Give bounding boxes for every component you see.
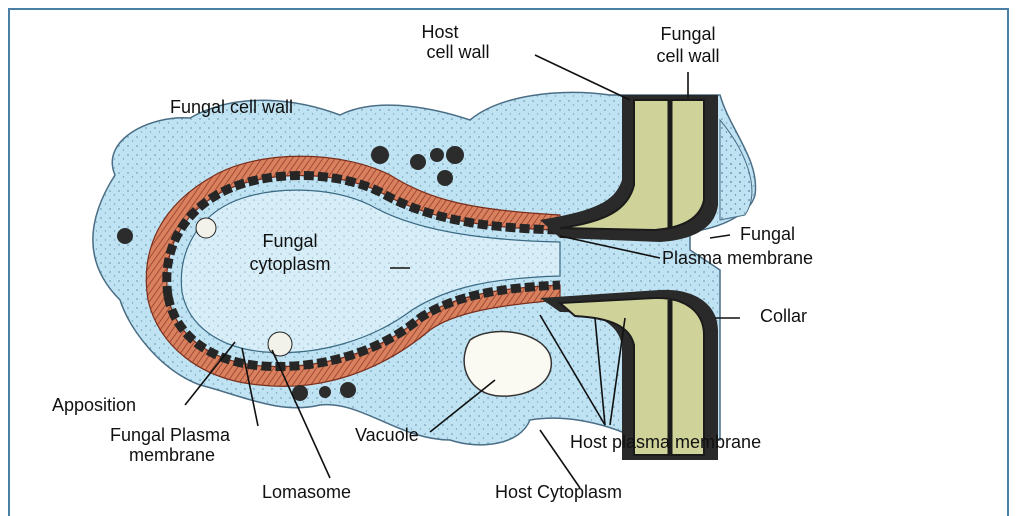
label-fungal-cytoplasm: Fungal — [262, 231, 317, 251]
lomasome-bleb — [268, 332, 292, 356]
label-apposition: Apposition — [52, 395, 136, 415]
granule — [430, 148, 444, 162]
label-host-cytoplasm: Host Cytoplasm — [495, 482, 622, 502]
label-fungal-cell-wall-top: cell wall — [656, 46, 719, 66]
label-fungal-plasma-membrane-right: Plasma membrane — [662, 248, 813, 268]
label-vacuole: Vacuole — [355, 425, 419, 445]
label-collar: Collar — [760, 306, 807, 326]
granule — [410, 154, 426, 170]
label-host-cell-wall: Host — [421, 22, 458, 42]
lomasome-bleb — [196, 218, 216, 238]
label-fungal-plasma-membrane-right: Fungal — [740, 224, 795, 244]
label-host-plasma-membrane: Host plasma membrane — [570, 432, 761, 452]
label-fungal-cytoplasm: cytoplasm — [249, 254, 330, 274]
label-fungal-cell-wall-top: Fungal — [660, 24, 715, 44]
vacuole-shape — [464, 332, 551, 397]
label-fungal-plasma-membrane-left: Fungal Plasma — [110, 425, 231, 445]
granule — [371, 146, 389, 164]
granule — [340, 382, 356, 398]
label-fungal-cell-wall-left: Fungal cell wall — [170, 97, 293, 117]
label-fungal-plasma-membrane-left: membrane — [129, 445, 215, 465]
granule — [437, 170, 453, 186]
granule — [117, 228, 133, 244]
granule — [446, 146, 464, 164]
granule — [319, 386, 331, 398]
label-host-cell-wall: cell wall — [426, 42, 489, 62]
label-lomasome: Lomasome — [262, 482, 351, 502]
